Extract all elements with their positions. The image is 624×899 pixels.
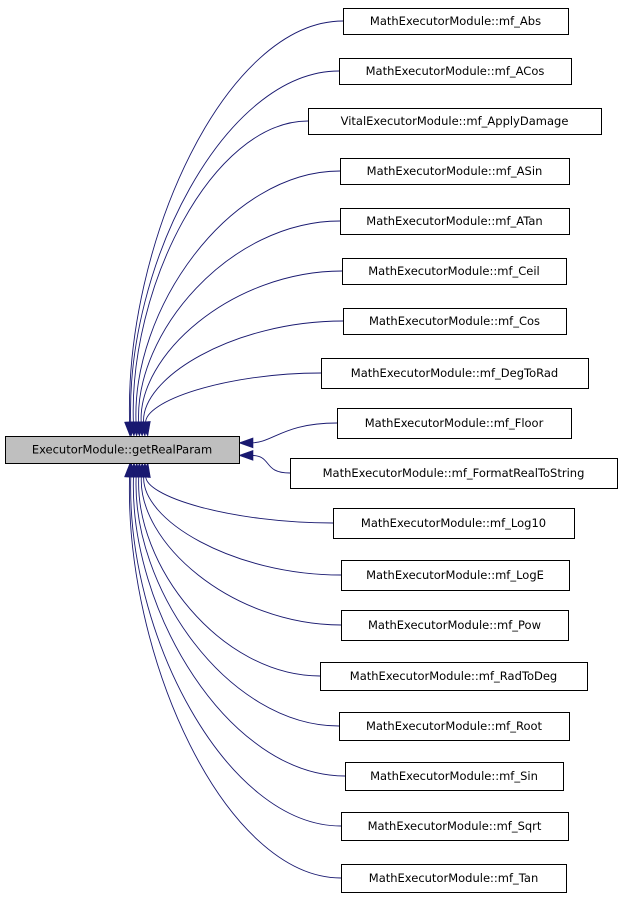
caller-node-label: MathExecutorModule::mf_Pow bbox=[368, 618, 541, 632]
caller-node[interactable]: MathExecutorModule::mf_LogE bbox=[341, 560, 570, 591]
caller-node-label: MathExecutorModule::mf_DegToRad bbox=[351, 366, 558, 380]
caller-node[interactable]: MathExecutorModule::mf_Sqrt bbox=[341, 812, 569, 841]
caller-node-label: MathExecutorModule::mf_ASin bbox=[367, 164, 543, 178]
caller-node-label: MathExecutorModule::mf_Cos bbox=[369, 314, 540, 328]
call-edge bbox=[130, 474, 342, 827]
caller-node-label: MathExecutorModule::mf_LogE bbox=[366, 568, 544, 582]
caller-node-box bbox=[341, 864, 567, 893]
arrowhead bbox=[238, 449, 254, 461]
call-edge bbox=[132, 120, 309, 425]
caller-node-label: MathExecutorModule::mf_Tan bbox=[369, 871, 538, 885]
caller-node-label: MathExecutorModule::mf_FormatRealToStrin… bbox=[323, 466, 585, 480]
call-edge bbox=[138, 474, 321, 677]
caller-node-box bbox=[340, 158, 570, 185]
caller-node-box bbox=[333, 508, 575, 539]
caller-node-label: MathExecutorModule::mf_ACos bbox=[366, 64, 545, 78]
caller-node-label: MathExecutorModule::mf_Log10 bbox=[361, 516, 546, 530]
caller-node-box bbox=[343, 8, 569, 35]
caller-node-box bbox=[308, 108, 602, 135]
call-edge bbox=[133, 474, 346, 777]
call-edge bbox=[129, 474, 342, 879]
caller-node-label: MathExecutorModule::mf_Ceil bbox=[368, 264, 540, 278]
caller-node[interactable]: MathExecutorModule::mf_RadToDeg bbox=[320, 662, 588, 691]
caller-node-box bbox=[320, 662, 588, 691]
caller-node[interactable]: MathExecutorModule::mf_Ceil bbox=[342, 258, 567, 285]
caller-node-box bbox=[341, 560, 570, 591]
nodes-layer: ExecutorModule::getRealParamMathExecutor… bbox=[5, 8, 618, 893]
call-edge bbox=[140, 270, 343, 425]
caller-node-label: MathExecutorModule::mf_ATan bbox=[366, 214, 542, 228]
call-edge bbox=[135, 474, 340, 727]
call-edge bbox=[145, 372, 322, 425]
call-edge bbox=[250, 454, 291, 474]
call-edge bbox=[250, 422, 338, 444]
caller-node-box bbox=[337, 408, 572, 439]
caller-node-box bbox=[321, 358, 589, 389]
caller-node-box bbox=[339, 58, 572, 85]
caller-node-box bbox=[342, 258, 567, 285]
caller-node-label: MathExecutorModule::mf_Floor bbox=[365, 416, 544, 430]
edges-layer bbox=[124, 20, 346, 879]
caller-node[interactable]: MathExecutorModule::mf_Cos bbox=[343, 308, 567, 335]
caller-node[interactable]: MathExecutorModule::mf_Tan bbox=[341, 864, 567, 893]
caller-node-box bbox=[339, 712, 570, 741]
root-function-node-box bbox=[5, 436, 240, 464]
caller-node-box bbox=[341, 812, 569, 841]
caller-node-box bbox=[343, 308, 567, 335]
call-edge bbox=[145, 474, 334, 524]
call-edge bbox=[140, 474, 342, 626]
caller-node-box bbox=[290, 458, 618, 489]
caller-node[interactable]: MathExecutorModule::mf_Log10 bbox=[333, 508, 575, 539]
caller-node[interactable]: MathExecutorModule::mf_Floor bbox=[337, 408, 572, 439]
call-edge bbox=[138, 220, 341, 425]
caller-node-label: VitalExecutorModule::mf_ApplyDamage bbox=[341, 114, 569, 128]
caller-node[interactable]: MathExecutorModule::mf_Pow bbox=[341, 610, 569, 641]
caller-node-box bbox=[341, 610, 569, 641]
caller-node-box bbox=[340, 208, 570, 235]
caller-node-label: MathExecutorModule::mf_RadToDeg bbox=[350, 669, 557, 683]
call-edge bbox=[130, 70, 340, 425]
call-edge bbox=[135, 170, 341, 425]
root-function-node[interactable]: ExecutorModule::getRealParam bbox=[5, 436, 240, 464]
caller-node[interactable]: MathExecutorModule::mf_Abs bbox=[343, 8, 569, 35]
arrowhead bbox=[238, 437, 254, 449]
caller-node[interactable]: MathExecutorModule::mf_Sin bbox=[345, 762, 564, 791]
caller-node[interactable]: MathExecutorModule::mf_DegToRad bbox=[321, 358, 589, 389]
caller-node-label: MathExecutorModule::mf_Abs bbox=[370, 14, 541, 28]
call-edge bbox=[143, 320, 344, 425]
call-edge bbox=[129, 20, 344, 425]
caller-node-label: MathExecutorModule::mf_Sqrt bbox=[368, 819, 542, 833]
caller-node-label: MathExecutorModule::mf_Sin bbox=[370, 769, 538, 783]
caller-node[interactable]: MathExecutorModule::mf_FormatRealToStrin… bbox=[290, 458, 618, 489]
caller-node[interactable]: MathExecutorModule::mf_Root bbox=[339, 712, 570, 741]
arrowhead bbox=[124, 462, 135, 478]
caller-node[interactable]: MathExecutorModule::mf_ASin bbox=[340, 158, 570, 185]
call-edge bbox=[143, 474, 342, 576]
root-function-label: ExecutorModule::getRealParam bbox=[32, 443, 212, 457]
caller-node-label: MathExecutorModule::mf_Root bbox=[366, 719, 543, 733]
caller-node[interactable]: VitalExecutorModule::mf_ApplyDamage bbox=[308, 108, 602, 135]
caller-node[interactable]: MathExecutorModule::mf_ACos bbox=[339, 58, 572, 85]
arrowhead bbox=[139, 420, 151, 437]
caller-node[interactable]: MathExecutorModule::mf_ATan bbox=[340, 208, 570, 235]
caller-node-box bbox=[345, 762, 564, 791]
